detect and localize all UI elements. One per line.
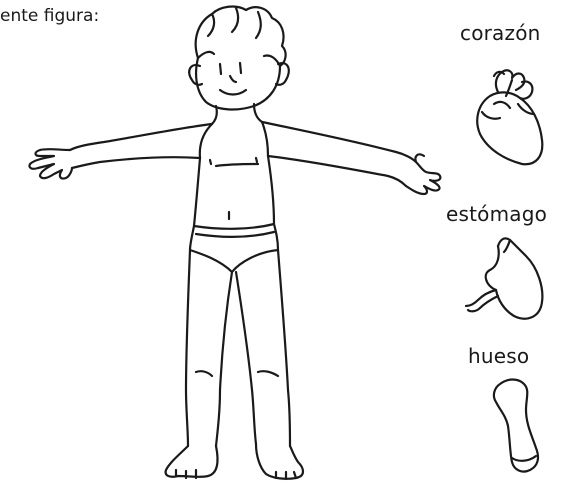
boy-hair	[196, 7, 286, 66]
boy-eye-right	[240, 63, 241, 73]
boy-chest-line	[216, 164, 258, 166]
boy-left-leg	[186, 250, 232, 446]
boy-nose	[230, 76, 236, 82]
boy-right-arm	[262, 122, 416, 186]
boy-right-foot	[256, 444, 303, 479]
stomach-duodenum	[466, 290, 498, 311]
stomach-esophagus	[498, 238, 510, 252]
boy-left-hand	[29, 149, 72, 178]
boy-right-hand	[406, 154, 440, 194]
boy-torso	[194, 156, 274, 226]
bone-cap	[512, 456, 536, 461]
boy-mouth	[220, 90, 246, 95]
boy-left-foot	[166, 446, 218, 478]
bone-drawing	[494, 380, 538, 472]
heart-drawing	[477, 70, 542, 164]
boy-shoulders	[200, 122, 268, 158]
stomach-outline	[486, 240, 543, 319]
boy-figure	[29, 7, 440, 479]
boy-nipple-right	[256, 158, 257, 162]
boy-right-leg	[236, 250, 290, 446]
boy-nipple-left	[210, 160, 211, 164]
heart-outline	[477, 92, 542, 164]
boy-knees	[196, 371, 278, 376]
boy-eye-left	[220, 64, 221, 74]
boy-face	[196, 58, 280, 109]
boy-left-arm	[70, 124, 212, 168]
boy-underwear	[190, 224, 278, 272]
stomach-drawing	[466, 238, 542, 318]
